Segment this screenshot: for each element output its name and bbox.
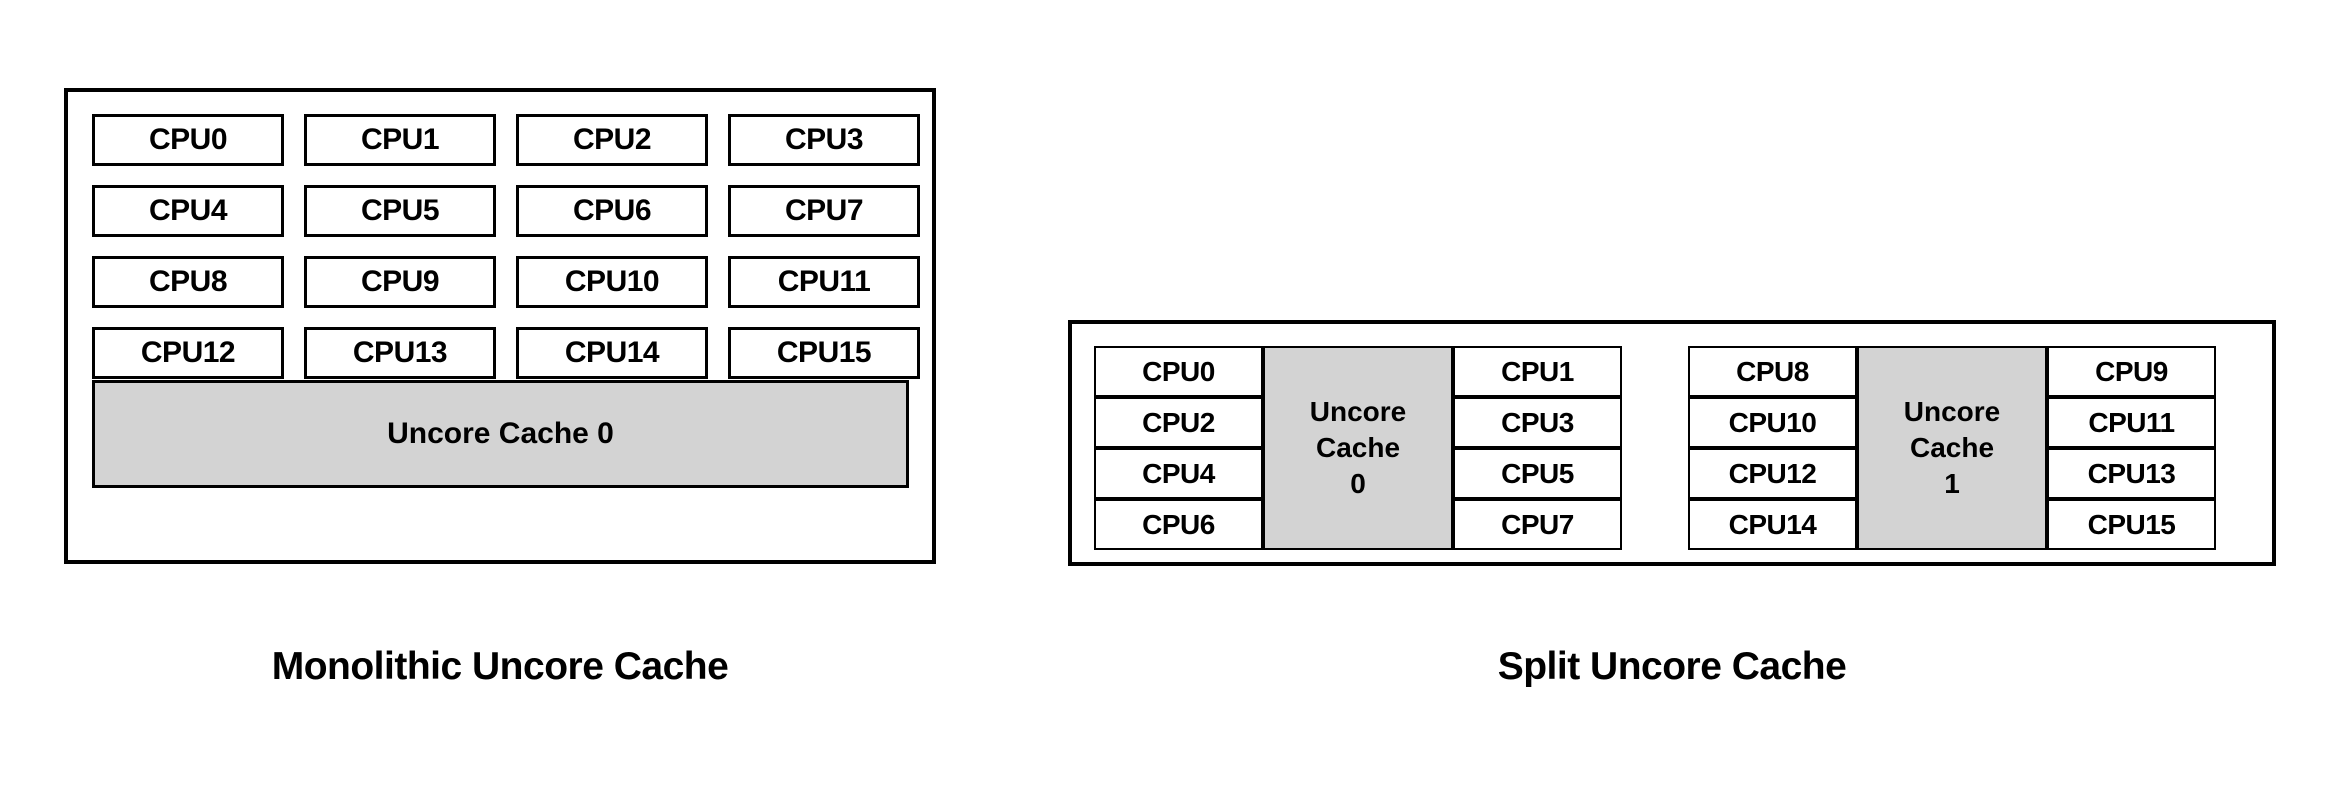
- cpu-box: CPU9: [2047, 346, 2216, 397]
- uncore-cache-box: Uncore Cache 1: [1857, 346, 2047, 550]
- cpu-box: CPU0: [92, 114, 284, 166]
- cpu-label: CPU11: [777, 265, 871, 298]
- cpu-box: CPU7: [1453, 499, 1622, 550]
- uncore-cache-line: Uncore: [1309, 396, 1407, 428]
- cpu-label: CPU14: [564, 336, 660, 369]
- cpu-box: CPU10: [516, 256, 708, 308]
- cpu-label: CPU13: [352, 336, 448, 369]
- cpu-label: CPU12: [140, 336, 236, 369]
- cpu-box: CPU13: [2047, 448, 2216, 499]
- panel-caption-monolithic: Monolithic Uncore Cache: [271, 645, 729, 688]
- cpu-box: CPU8: [1688, 346, 1857, 397]
- cpu-label: CPU2: [1142, 406, 1215, 438]
- cpu-box: CPU15: [2047, 499, 2216, 550]
- cpu-box: CPU9: [304, 256, 496, 308]
- cpu-label: CPU14: [1728, 508, 1817, 540]
- cpu-label: CPU2: [572, 123, 652, 156]
- cpu-box: CPU11: [2047, 397, 2216, 448]
- monolithic-uncore-cache-diagram: CPU0 CPU1 CPU2 CPU3 CPU4 CPU5 CPU6 CPU7 …: [64, 88, 936, 564]
- cpu-box: CPU11: [728, 256, 920, 308]
- uncore-cache-line: Cache: [1315, 432, 1401, 464]
- cpu-box: CPU6: [516, 185, 708, 237]
- cpu-box: CPU0: [1094, 346, 1263, 397]
- cpu-label: CPU3: [784, 123, 864, 156]
- cpu-box: CPU1: [304, 114, 496, 166]
- cpu-label: CPU7: [1501, 508, 1574, 540]
- cpu-box: CPU7: [728, 185, 920, 237]
- cpu-label: CPU7: [784, 194, 864, 227]
- cpu-label: CPU11: [2088, 406, 2175, 438]
- cpu-box: CPU4: [1094, 448, 1263, 499]
- split-uncore-cache-diagram: CPU0 CPU2 CPU4 CPU6 Uncore Cache 0 CPU1 …: [1068, 320, 2276, 566]
- cpu-label: CPU0: [1142, 355, 1215, 387]
- cpu-box: CPU2: [1094, 397, 1263, 448]
- cpu-box: CPU10: [1688, 397, 1857, 448]
- cpu-label: CPU8: [1736, 355, 1809, 387]
- cpu-label: CPU0: [148, 123, 228, 156]
- cpu-label: CPU4: [148, 194, 228, 227]
- cpu-box: CPU8: [92, 256, 284, 308]
- panel-caption-split: Split Uncore Cache: [1497, 645, 1847, 688]
- cpu-label: CPU4: [1142, 457, 1215, 489]
- cpu-label: CPU15: [776, 336, 872, 369]
- cpu-label: CPU1: [360, 123, 440, 156]
- cpu-label: CPU3: [1501, 406, 1574, 438]
- cpu-box: CPU2: [516, 114, 708, 166]
- cpu-label: CPU13: [2087, 457, 2176, 489]
- cpu-label: CPU9: [2095, 355, 2168, 387]
- cpu-box: CPU6: [1094, 499, 1263, 550]
- cpu-label: CPU12: [1728, 457, 1817, 489]
- cpu-label: CPU6: [1142, 508, 1215, 540]
- cpu-label: CPU10: [1728, 406, 1817, 438]
- uncore-cache-line: Cache: [1909, 432, 1995, 464]
- cpu-box: CPU13: [304, 327, 496, 379]
- cpu-box: CPU14: [516, 327, 708, 379]
- cpu-box: CPU5: [304, 185, 496, 237]
- cpu-box: CPU5: [1453, 448, 1622, 499]
- cpu-box: CPU14: [1688, 499, 1857, 550]
- cpu-label: CPU5: [360, 194, 440, 227]
- cpu-label: CPU5: [1501, 457, 1574, 489]
- cpu-label: CPU1: [1501, 355, 1574, 387]
- cpu-box: CPU15: [728, 327, 920, 379]
- cpu-box: CPU3: [728, 114, 920, 166]
- cpu-box: CPU12: [92, 327, 284, 379]
- uncore-cache-line: 1: [1944, 467, 1960, 499]
- uncore-cache-line: 0: [1350, 467, 1366, 499]
- cpu-box: CPU12: [1688, 448, 1857, 499]
- cpu-label: CPU9: [360, 265, 440, 298]
- cpu-label: CPU10: [564, 265, 660, 298]
- uncore-cache-box: Uncore Cache 0: [1263, 346, 1453, 550]
- cpu-box: CPU1: [1453, 346, 1622, 397]
- cpu-label: CPU6: [572, 194, 652, 227]
- cpu-box: CPU3: [1453, 397, 1622, 448]
- uncore-cache-label: Uncore Cache 0: [387, 417, 614, 450]
- cpu-box: CPU4: [92, 185, 284, 237]
- cpu-label: CPU15: [2087, 508, 2176, 540]
- uncore-cache-box: Uncore Cache 0: [92, 380, 909, 488]
- uncore-cache-line: Uncore: [1903, 396, 2001, 428]
- cpu-label: CPU8: [148, 265, 228, 298]
